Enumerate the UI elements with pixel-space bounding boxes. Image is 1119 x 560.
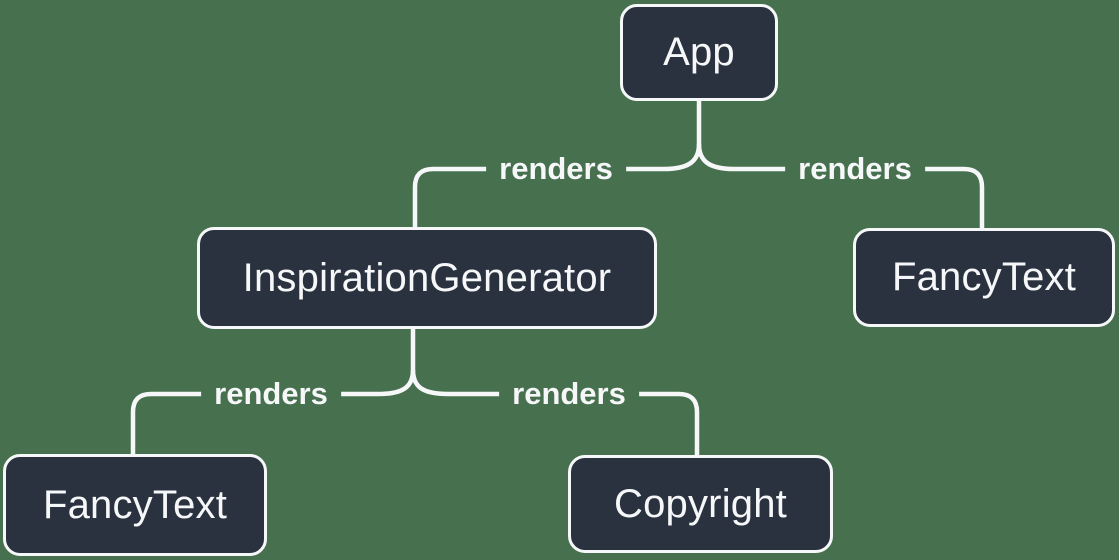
- node-fancy-text-top: FancyText: [853, 228, 1115, 327]
- node-label: Copyright: [614, 481, 787, 526]
- node-copyright: Copyright: [568, 455, 833, 553]
- node-fancy-text-bottom: FancyText: [3, 454, 267, 556]
- node-inspiration-generator: InspirationGenerator: [197, 227, 657, 329]
- edge-label-renders: renders: [499, 375, 639, 413]
- edge-label-renders: renders: [486, 150, 626, 188]
- node-label: InspirationGenerator: [242, 255, 612, 300]
- edge-label-renders: renders: [201, 375, 341, 413]
- node-app: App: [620, 4, 778, 101]
- node-label: FancyText: [891, 255, 1077, 299]
- edge-inspiration-generator-to-copyright: [410, 369, 700, 457]
- edge-app-to-fancy-text: [696, 143, 985, 230]
- node-label: FancyText: [42, 482, 228, 527]
- edge-label-renders: renders: [785, 150, 925, 188]
- node-label: App: [663, 30, 735, 74]
